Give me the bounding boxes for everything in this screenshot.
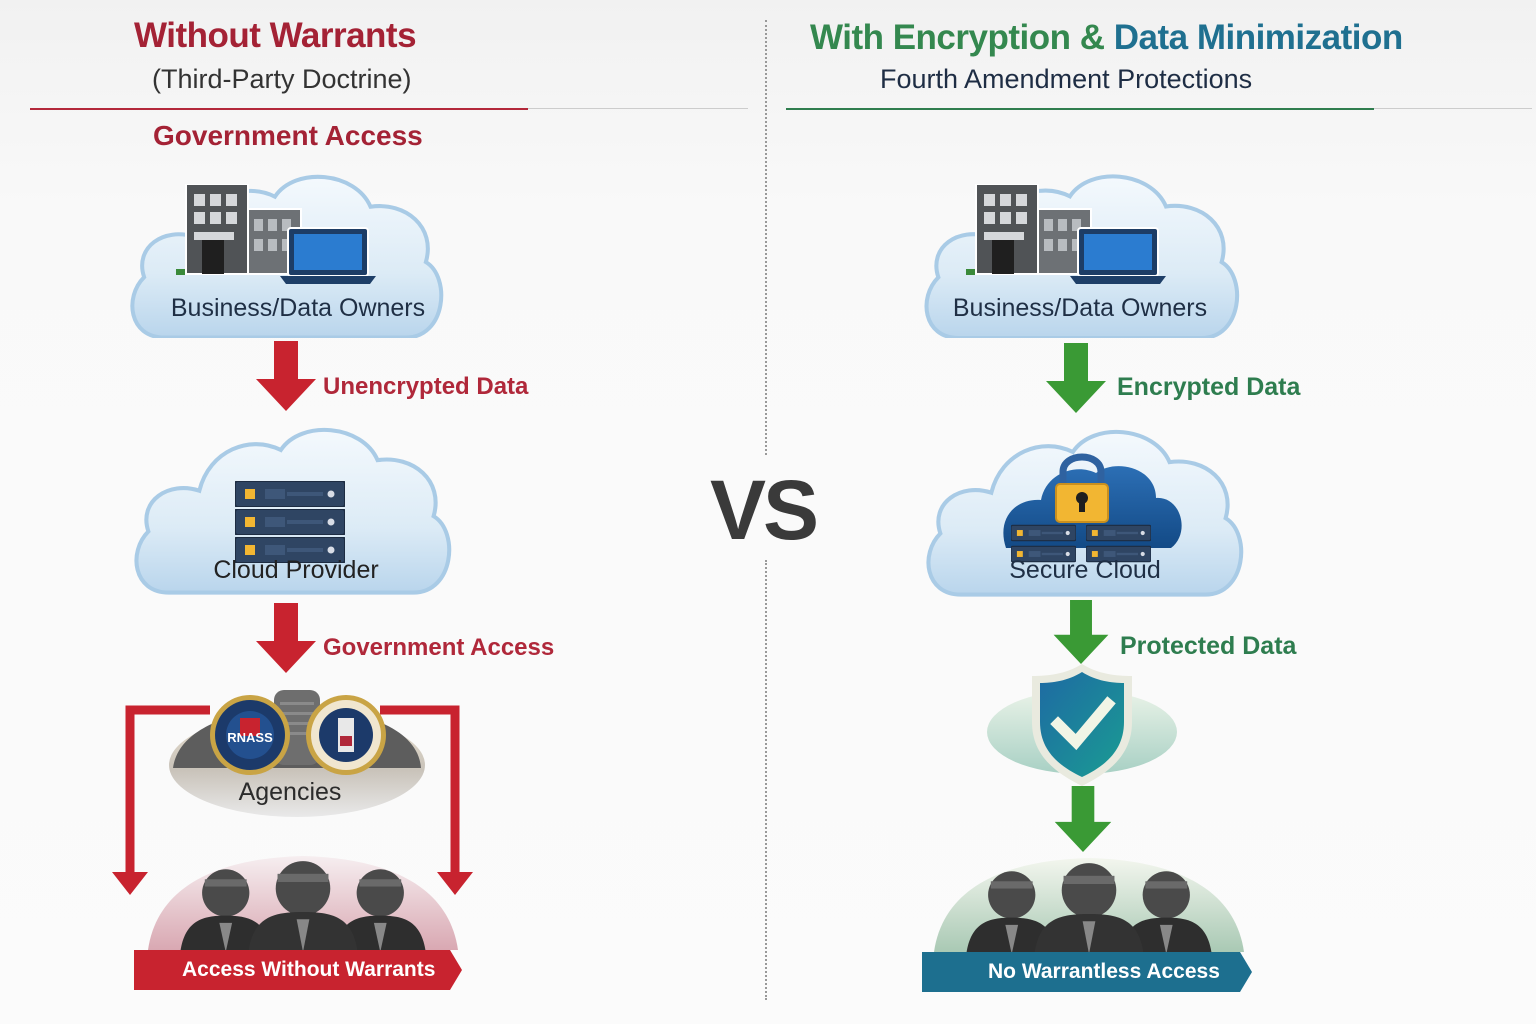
agency-seal-1 [210, 695, 290, 775]
shield-check-icon [987, 664, 1177, 786]
banner-shape [922, 952, 1252, 992]
right-arrow-3 [1052, 786, 1114, 852]
right-owners-label: Business/Data Owners [952, 294, 1208, 322]
right-arrow-2-label: Protected Data [1120, 632, 1297, 660]
left-provider-label: Cloud Provider [213, 556, 379, 584]
right-arrow-1-label: Encrypted Data [1117, 373, 1301, 401]
right-owners-node: Business/Data Owners [914, 166, 1246, 338]
bypass-arrows [112, 705, 473, 895]
right-subtitle: Fourth Amendment Protections [880, 64, 1253, 94]
server-rack-icon [235, 481, 345, 563]
right-shield-node [986, 662, 1178, 788]
left-section-label: Government Access [153, 120, 423, 151]
right-arrow-1 [1046, 342, 1106, 414]
padlock-icon [1055, 453, 1109, 523]
seal-text: RNASS [227, 730, 273, 745]
left-provider-node: Cloud Provider [128, 416, 454, 596]
left-arrow-1-label: Unencrypted Data [323, 373, 529, 400]
center-divider-bottom [765, 560, 767, 1000]
left-banner: Access Without Warrants [132, 950, 462, 990]
right-secure-cloud-label: Secure Cloud [1009, 556, 1161, 584]
left-header-rule-tail [528, 108, 748, 109]
right-arrow-2 [1050, 600, 1112, 664]
right-title: With Encryption & Data Minimization [810, 18, 1403, 58]
right-header-rule [786, 108, 1374, 110]
right-banner: No Warrantless Access [920, 952, 1252, 992]
left-agencies-node: RNASS Agencies [168, 680, 426, 820]
left-banner-text: Access Without Warrants [182, 958, 436, 981]
right-title-part2: Data Minimization [1113, 18, 1404, 57]
vs-label: VS [710, 463, 819, 557]
bypass-arrow-left-head [112, 872, 148, 895]
left-title: Without Warrants [134, 16, 417, 55]
right-officials-node [924, 852, 1254, 958]
left-agencies-label: Agencies [238, 778, 342, 806]
left-owners-node: Business/Data Owners [124, 166, 446, 338]
left-header-rule [30, 108, 528, 110]
banner-shape [134, 950, 462, 990]
right-secure-cloud-node: Secure Cloud [920, 418, 1246, 598]
left-arrow-2 [256, 602, 316, 674]
center-divider-top [765, 20, 767, 455]
building-laptop-icon [176, 184, 376, 284]
bypass-arrow-right-head [437, 872, 473, 895]
officials-icon [148, 856, 458, 952]
agency-seal-2 [306, 695, 386, 775]
left-officials-node [138, 850, 468, 956]
left-owners-label: Business/Data Owners [170, 294, 426, 322]
left-subtitle: (Third-Party Doctrine) [152, 64, 412, 94]
secure-server-icon [1003, 453, 1182, 563]
agencies-icon: RNASS [169, 690, 425, 817]
left-arrow-2-label: Government Access [323, 634, 555, 661]
right-banner-text: No Warrantless Access [988, 960, 1220, 983]
officials-icon [934, 858, 1244, 954]
left-arrow-1 [256, 340, 316, 412]
building-laptop-icon [966, 184, 1166, 284]
right-header-rule-tail [1374, 108, 1532, 109]
right-title-part1: With Encryption & [810, 18, 1114, 57]
